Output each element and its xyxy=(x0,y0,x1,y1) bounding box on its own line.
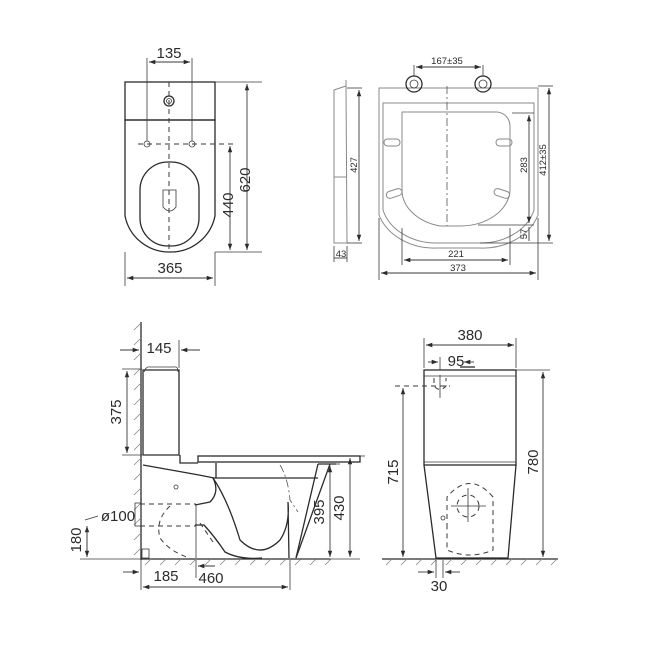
bowl-outline xyxy=(124,119,216,253)
seat-side-profile xyxy=(333,85,348,244)
dim-button-offset: 95 xyxy=(448,353,465,370)
dim-side-height: 427 xyxy=(349,157,360,173)
seat-outline xyxy=(197,455,361,463)
dim-outlet-height: 180 xyxy=(68,527,85,552)
trap-curve xyxy=(212,477,290,559)
dim-total-length: 620 xyxy=(237,167,254,192)
dim-width: 365 xyxy=(157,260,182,277)
seat-opening xyxy=(401,111,511,227)
dim-base-offset: 30 xyxy=(431,578,448,595)
dim-hinge-spacing: 167±35 xyxy=(431,56,463,67)
seat-view xyxy=(333,64,553,280)
tank-outline xyxy=(124,81,216,121)
dim-rim-height: 395 xyxy=(311,499,328,524)
dim-thickness: 43 xyxy=(336,249,347,260)
bowl-outline xyxy=(423,464,517,559)
dim-outlet-from-wall: 185 xyxy=(153,568,178,585)
dim-front-offset: 57 xyxy=(519,229,530,240)
dim-opening-length: 283 xyxy=(519,157,530,173)
side-view xyxy=(80,322,365,590)
dim-total-depth: 460 xyxy=(198,570,223,587)
top-view xyxy=(124,58,262,286)
trap-dashed xyxy=(446,483,494,556)
dim-total-height: 780 xyxy=(525,449,542,474)
outlet-pipe-dashed xyxy=(158,505,191,559)
dim-outlet-diameter: ø100 xyxy=(101,508,135,525)
trap-icon xyxy=(162,189,177,212)
hinge-icon xyxy=(474,75,492,93)
dim-overall-length: 412±35 xyxy=(538,144,549,176)
dim-overall-width: 373 xyxy=(450,263,466,274)
dim-inlet-spacing: 135 xyxy=(156,45,181,62)
front-view xyxy=(382,338,558,578)
tank-outline xyxy=(142,369,180,456)
dim-water-inlet-height: 715 xyxy=(385,459,402,484)
dim-opening-width: 221 xyxy=(448,249,464,260)
dim-seat-height: 430 xyxy=(331,495,348,520)
dim-fixing-to-front: 440 xyxy=(220,192,237,217)
dim-tank-depth: 145 xyxy=(146,340,171,357)
hinge-icon xyxy=(405,75,423,93)
dim-front-width: 380 xyxy=(457,327,482,344)
dim-tank-height: 375 xyxy=(108,399,125,424)
tank-outline xyxy=(423,369,517,466)
seat-outer xyxy=(378,87,539,249)
